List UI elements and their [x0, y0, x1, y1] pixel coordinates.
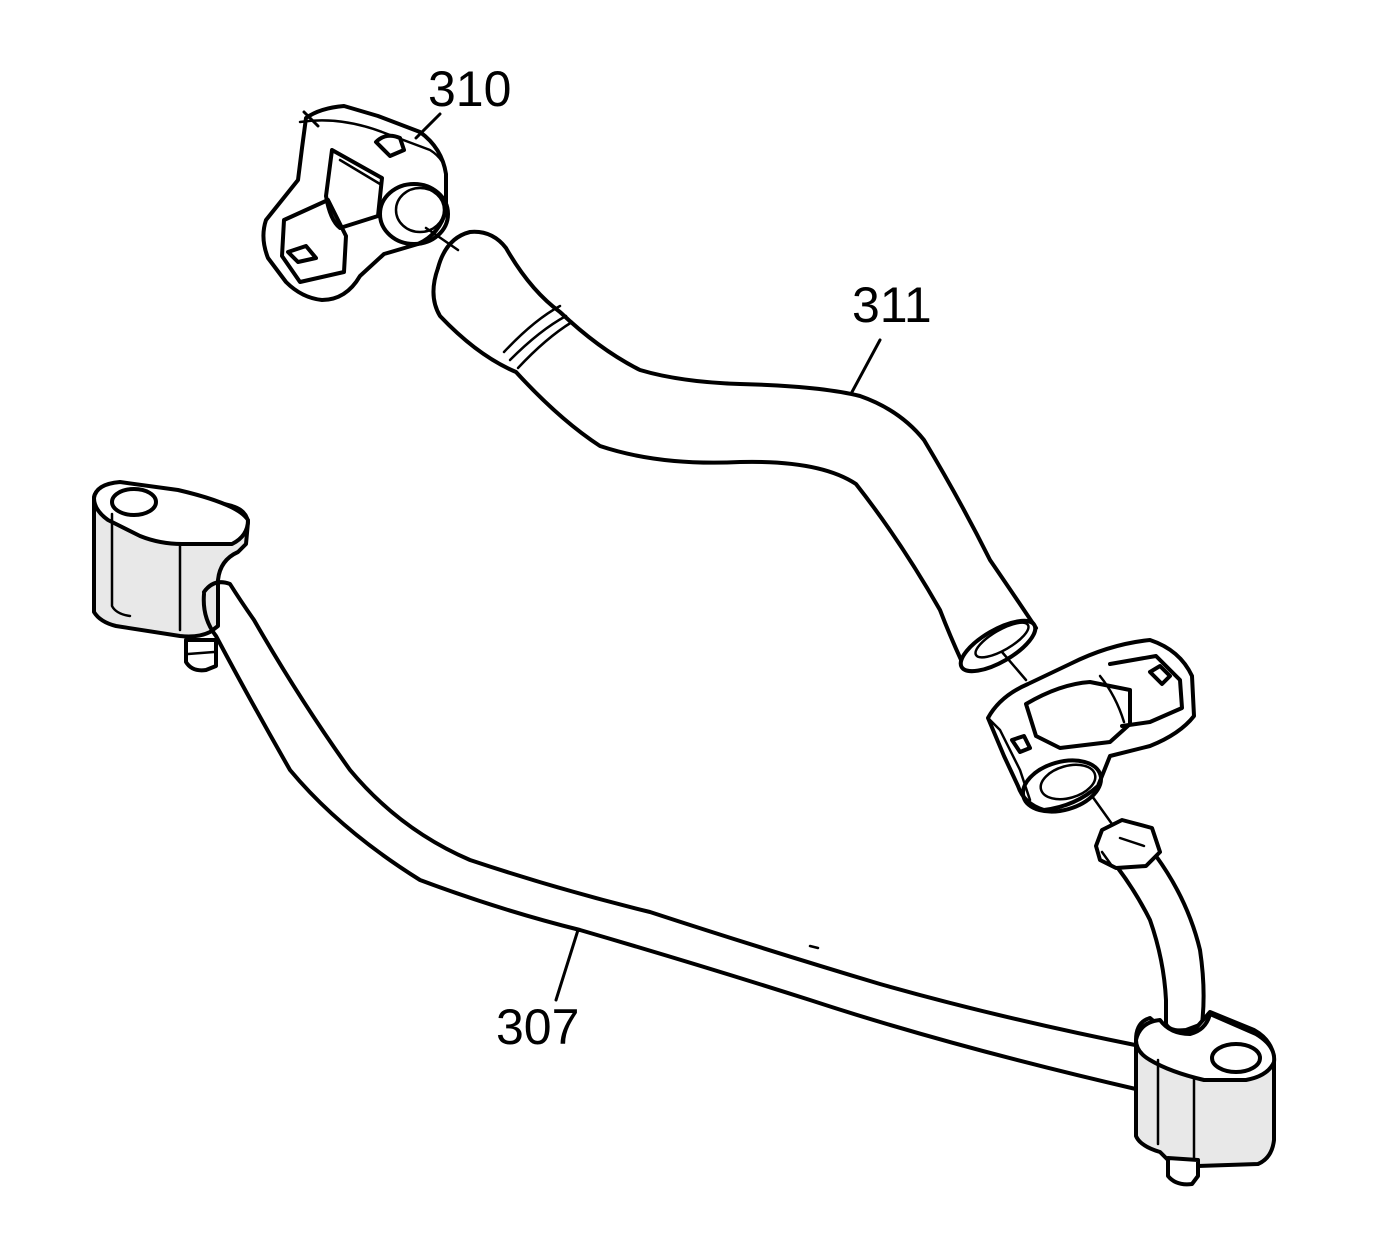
left-mounting-block	[92, 480, 250, 673]
leader-line-311	[850, 338, 882, 394]
right-mounting-block	[1134, 1010, 1277, 1187]
clamp-lower	[986, 638, 1196, 826]
clamp-310: 310	[261, 61, 511, 302]
connection-line-lower-top	[1000, 650, 1028, 682]
callout-310: 310	[428, 61, 511, 117]
hose-311: 311	[431, 229, 1038, 674]
callout-311: 311	[852, 277, 932, 333]
connection-line-310	[424, 226, 460, 252]
pipe-307: 307	[92, 480, 1277, 1187]
leader-line-307	[554, 928, 580, 1002]
callout-307: 307	[496, 999, 579, 1055]
leader-line-310	[414, 112, 442, 140]
connection-line-lower-bottom	[1090, 794, 1114, 826]
